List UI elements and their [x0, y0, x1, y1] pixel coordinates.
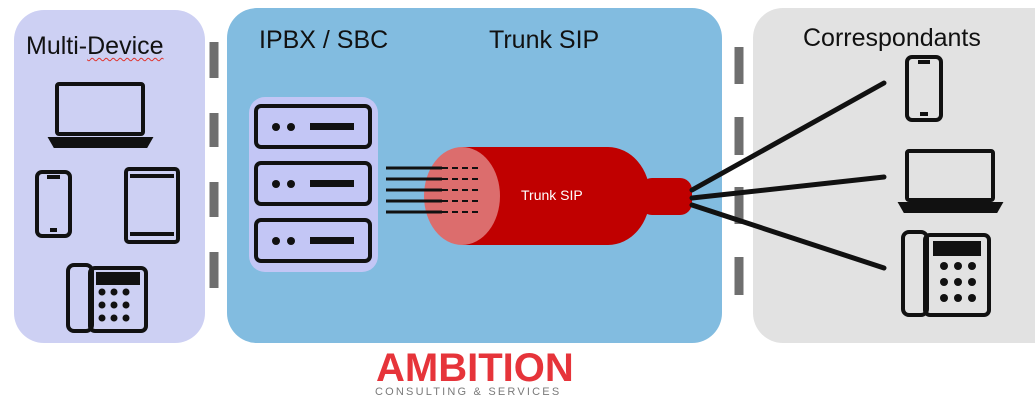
trunk-pipe-label: Trunk SIP: [521, 187, 583, 203]
trunk-sip-title: Trunk SIP: [489, 26, 600, 54]
cable-lines: [386, 166, 442, 214]
smartphone-icon: [35, 170, 72, 238]
multi-device-title-word: Device: [87, 32, 164, 60]
desk-phone-icon: [66, 263, 148, 333]
correspondants-title: Correspondants: [803, 24, 981, 52]
ipbx-sbc-title: IPBX / SBC: [259, 26, 389, 54]
multi-device-title: Multi-Device: [26, 32, 164, 60]
cable-lines-dashed: [442, 167, 478, 213]
smartphone-icon: [905, 55, 943, 122]
laptop-icon: [47, 82, 154, 148]
trunk-pipe: [424, 147, 692, 245]
ambition-logo-tagline: CONSULTING & SERVICES: [375, 386, 562, 398]
ambition-logo: AMBITION: [376, 346, 574, 390]
desk-phone-icon: [901, 230, 991, 317]
server-rack-icon: [249, 97, 378, 272]
connection-lines: [689, 80, 887, 271]
tablet-icon: [124, 167, 180, 244]
laptop-icon: [897, 149, 1004, 213]
